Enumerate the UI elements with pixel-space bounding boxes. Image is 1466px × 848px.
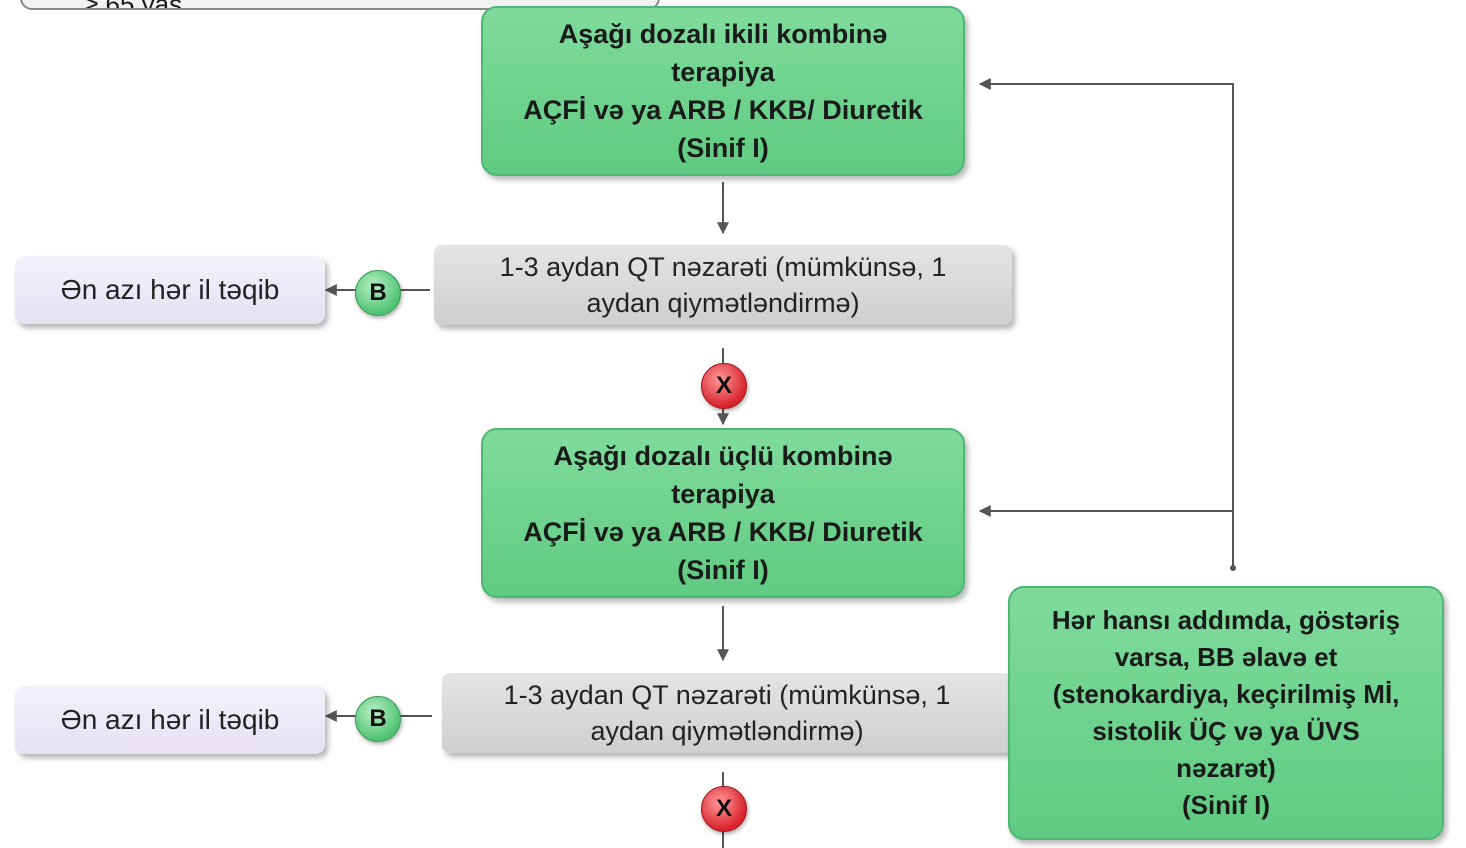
- control-box-1: 1-3 aydan QT nəzarəti (mümkünsə, 1 aydan…: [434, 245, 1012, 325]
- triple-therapy-text: Aşağı dozalı üçlü kombinə terapiya AÇFİ …: [523, 441, 923, 585]
- badge-b-1-label: B: [369, 279, 387, 306]
- arrow-bb-to-dual: [978, 78, 1234, 568]
- bb-add-box: Hər hansı addımda, göstəriş varsa, BB əl…: [1008, 586, 1444, 840]
- dual-therapy-text: Aşağı dozalı ikili kombinə terapiya AÇFİ…: [523, 19, 923, 163]
- top-partial-text: ≥ 65 yaş: [84, 0, 182, 8]
- bb-branch-dot: [1230, 565, 1236, 571]
- badge-x-2: X: [701, 786, 747, 832]
- badge-b-2-label: B: [369, 705, 387, 732]
- control-box-2: 1-3 aydan QT nəzarəti (mümkünsə, 1 aydan…: [442, 673, 1012, 753]
- badge-x-2-label: X: [715, 795, 732, 822]
- badge-x-1-label: X: [715, 372, 732, 399]
- dual-therapy-box: Aşağı dozalı ikili kombinə terapiya AÇFİ…: [481, 6, 965, 176]
- followup-box-1: Ən azı hər il təqib: [15, 256, 325, 324]
- control-text-1: 1-3 aydan QT nəzarəti (mümkünsə, 1 aydan…: [499, 252, 947, 318]
- control-text-2: 1-3 aydan QT nəzarəti (mümkünsə, 1 aydan…: [503, 680, 951, 746]
- followup-box-2: Ən azı hər il təqib: [15, 686, 325, 754]
- badge-b-2: B: [355, 696, 401, 742]
- followup-text-1: Ən azı hər il təqib: [60, 274, 280, 305]
- badge-x-1: X: [701, 363, 747, 409]
- bb-add-text: Hər hansı addımda, göstəriş varsa, BB əl…: [1051, 605, 1401, 820]
- badge-b-1: B: [355, 270, 401, 316]
- triple-therapy-box: Aşağı dozalı üçlü kombinə terapiya AÇFİ …: [481, 428, 965, 598]
- followup-text-2: Ən azı hər il təqib: [60, 704, 280, 735]
